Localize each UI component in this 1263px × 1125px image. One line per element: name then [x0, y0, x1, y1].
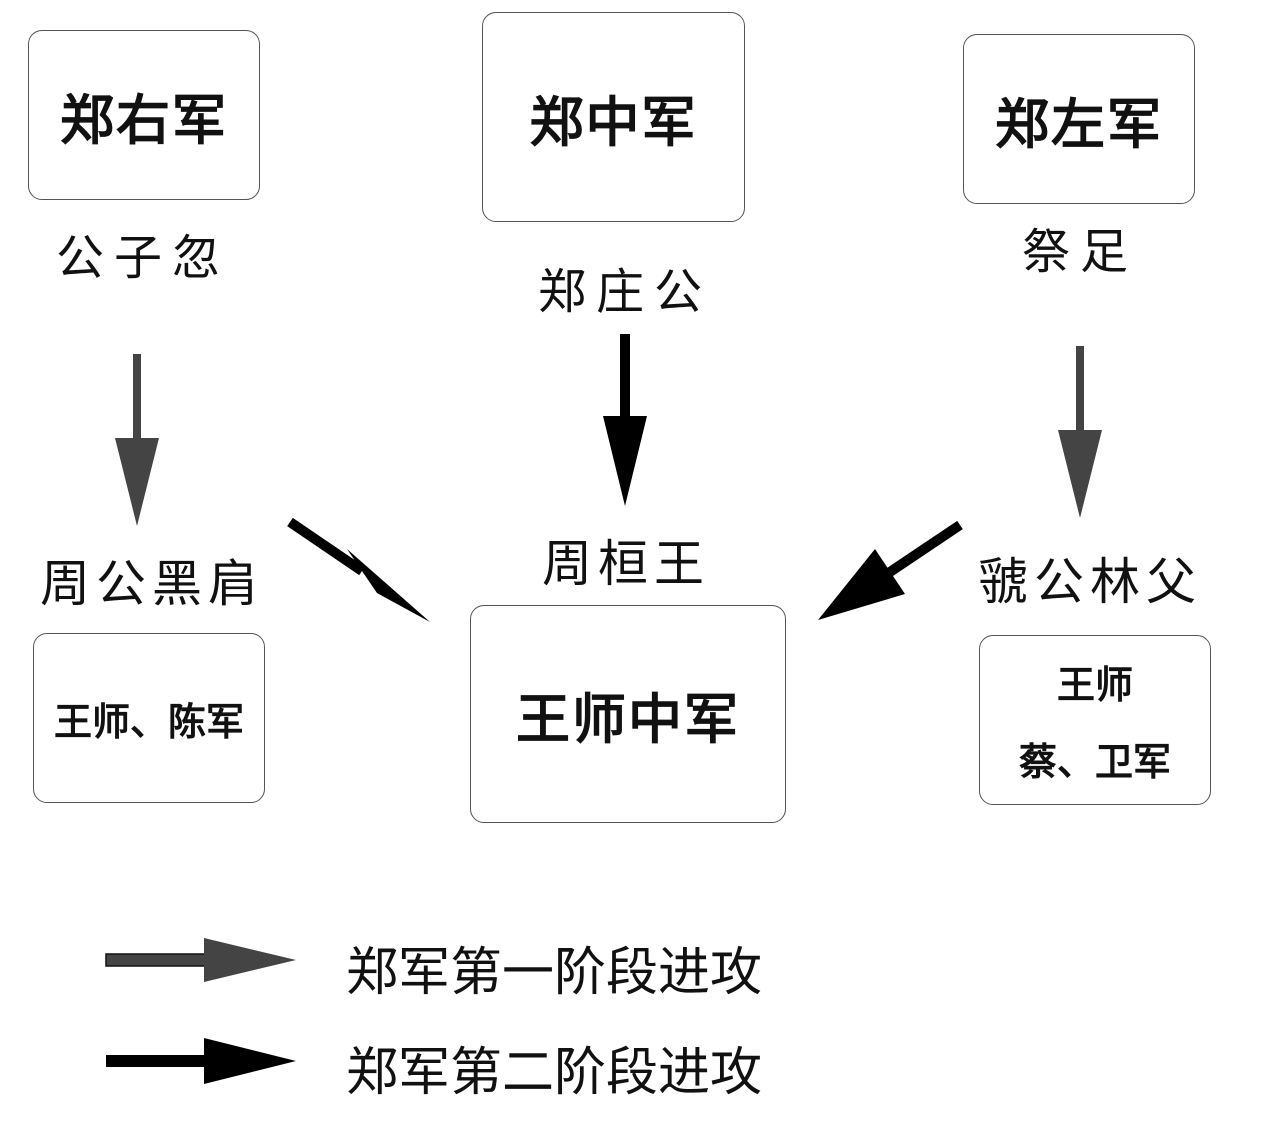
royal-center-army-box: 王师中军	[470, 605, 786, 823]
zheng-right-army-title: 郑右军	[60, 88, 228, 152]
legend-phase2-arrow	[106, 1038, 296, 1084]
zheng-center-commander: 郑庄公	[538, 264, 713, 320]
royal-center-army-troops: 王师中军	[516, 687, 740, 751]
legend-phase2-label: 郑军第二阶段进攻	[346, 1043, 763, 1103]
phase2-arrow-from-right-wing	[287, 517, 430, 622]
phase2-arrow-from-left-wing	[818, 520, 963, 620]
royal-right-army-troops-line1: 王师	[1056, 663, 1133, 707]
zheng-left-army-box: 郑左军	[963, 34, 1195, 204]
legend-phase1-arrow	[105, 938, 296, 982]
royal-right-army-box: 王师 蔡、卫军	[979, 635, 1211, 805]
zheng-left-commander: 祭足	[1022, 224, 1139, 280]
royal-left-commander: 周公黑肩	[40, 555, 264, 613]
royal-left-army-troops: 王师、陈军	[53, 699, 244, 744]
phase2-arrow-center	[603, 334, 647, 506]
phase1-arrow-right-wing	[115, 354, 159, 526]
royal-right-commander: 虢公林父	[978, 553, 1202, 611]
zheng-right-commander: 公子忽	[56, 230, 231, 286]
phase1-arrow-left-wing	[1058, 346, 1102, 518]
zheng-center-army-box: 郑中军	[482, 12, 745, 222]
zheng-center-army-title: 郑中军	[529, 90, 698, 154]
royal-right-army-troops-line2: 蔡、卫军	[1018, 740, 1171, 784]
royal-left-army-box: 王师、陈军	[33, 633, 265, 803]
legend-phase1-label: 郑军第一阶段进攻	[346, 943, 763, 1003]
zheng-left-army-title: 郑左军	[995, 92, 1163, 156]
zheng-right-army-box: 郑右军	[28, 30, 260, 200]
royal-center-commander: 周桓王	[542, 535, 710, 593]
